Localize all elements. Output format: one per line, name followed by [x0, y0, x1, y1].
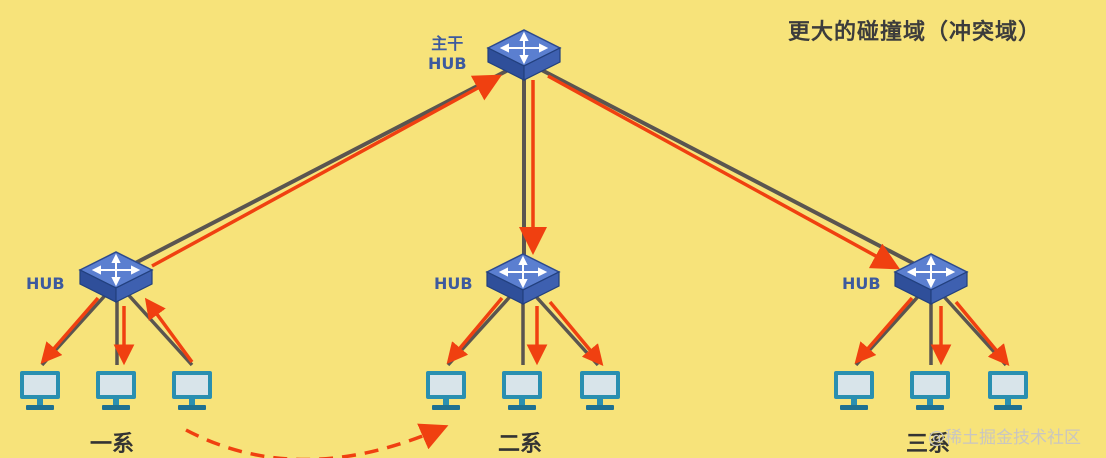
main-hub-label-line2: HUB	[428, 54, 467, 73]
computer-monitor-icon	[172, 371, 212, 410]
computer-monitor-icon	[96, 371, 136, 410]
signal-left-to-main	[151, 74, 503, 268]
signal-main-to-right	[547, 74, 901, 270]
group-label-left: 一系	[90, 432, 135, 457]
signal-arrows	[40, 74, 1010, 367]
computer-monitor-icon	[834, 371, 874, 410]
left-computers	[20, 371, 212, 410]
middle-hub-icon	[486, 253, 560, 305]
group-label-right: 三系	[906, 432, 951, 457]
computer-monitor-icon	[502, 371, 542, 410]
left-hub-label: HUB	[26, 274, 65, 293]
cross-group-dashed-arrow	[185, 423, 449, 458]
right-hub-label: HUB	[842, 274, 881, 293]
computer-monitor-icon	[988, 371, 1028, 410]
computer-monitor-icon	[580, 371, 620, 410]
backbone-cables	[117, 63, 931, 274]
cable-main-to-left	[117, 63, 519, 274]
group-label-middle: 二系	[498, 432, 543, 457]
computer-monitor-icon	[20, 371, 60, 410]
middle-computers	[426, 371, 620, 410]
watermark: @稀土掘金技术社区	[928, 428, 1081, 448]
main-hub-label-line1: 主干	[431, 34, 464, 53]
cable-main-to-right	[531, 63, 931, 274]
diagram-title: 更大的碰撞域（冲突域）	[788, 20, 1042, 45]
computer-monitor-icon	[910, 371, 950, 410]
right-computers	[834, 371, 1028, 410]
middle-hub-label: HUB	[434, 274, 473, 293]
computer-monitor-icon	[426, 371, 466, 410]
main-hub-label: 主干 HUB	[428, 34, 467, 74]
